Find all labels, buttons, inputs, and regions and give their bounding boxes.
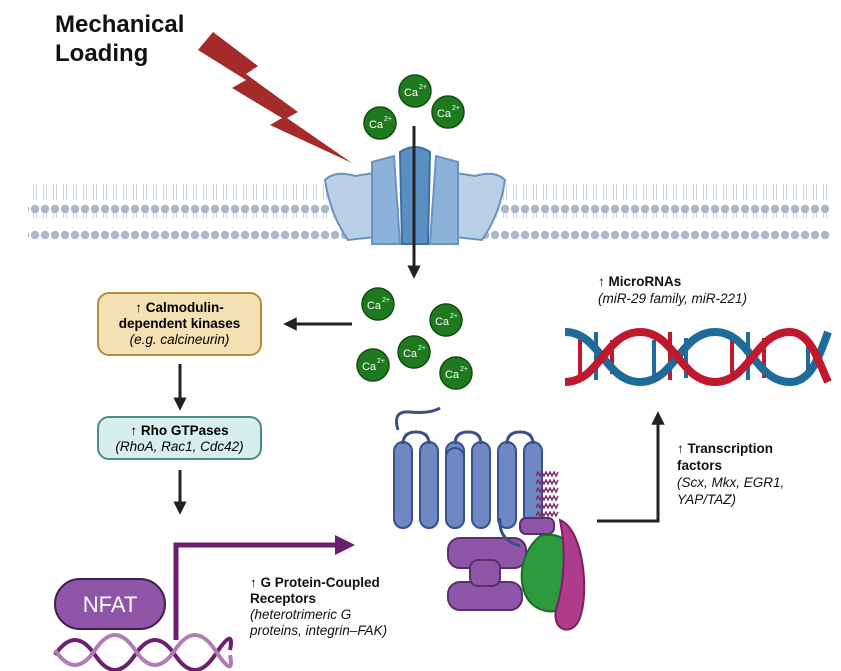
calmodulin-box: ↑ Calmodulin- dependent kinases (e.g. ca…: [97, 292, 262, 356]
gpcr-label: ↑ G Protein-Coupled Receptors (heterotri…: [250, 575, 425, 639]
gpcr-examples-1: (heterotrimeric G: [250, 607, 352, 622]
svg-text:2+: 2+: [382, 297, 390, 304]
svg-text:Ca: Ca: [369, 119, 384, 131]
ion-channel: [323, 146, 507, 245]
calcium-ion: Ca 2+: [361, 287, 395, 321]
svg-text:2+: 2+: [460, 366, 468, 373]
calmodulin-example: (e.g. calcineurin): [129, 332, 230, 347]
calcium-ion: Ca 2+: [363, 106, 397, 140]
svg-text:2+: 2+: [377, 358, 385, 365]
nfat-label: NFAT: [83, 592, 138, 617]
title-line-1: Mechanical: [55, 11, 185, 38]
calmodulin-title-1: ↑ Calmodulin-: [135, 300, 224, 315]
calcium-ion: Ca 2+: [398, 74, 432, 108]
svg-text:Ca: Ca: [367, 300, 382, 312]
svg-text:2+: 2+: [419, 84, 427, 91]
calcium-ion: Ca 2+: [397, 335, 431, 369]
title-line-2: Loading: [55, 40, 149, 67]
dna-strand-bottom: [53, 633, 233, 671]
svg-text:Ca: Ca: [403, 348, 418, 360]
microrna-title: ↑ MicroRNAs: [598, 274, 682, 289]
diagram-title: Mechanical Loading: [55, 10, 215, 68]
calcium-ion: Ca 2+: [431, 95, 465, 129]
dna-helix: [564, 327, 832, 387]
gpcr-title-2: Receptors: [250, 591, 317, 606]
calmodulin-title-2: dependent kinases: [118, 316, 241, 331]
svg-text:Ca: Ca: [445, 369, 460, 381]
svg-text:Ca: Ca: [404, 87, 419, 99]
svg-text:2+: 2+: [418, 345, 426, 352]
tf-examples-2: YAP/TAZ): [677, 492, 737, 507]
calcium-ion: Ca 2+: [429, 303, 463, 337]
transcription-factors-label: ↑ Transcription factors (Scx, Mkx, EGR1,…: [677, 440, 837, 508]
arrow-tf-to-dna: [597, 411, 665, 523]
svg-text:Ca: Ca: [435, 316, 450, 328]
tf-title-1: ↑ Transcription: [677, 441, 774, 456]
gpcr-title-1: ↑ G Protein-Coupled: [250, 575, 380, 590]
calcium-ion: Ca 2+: [439, 356, 473, 390]
rho-examples: (RhoA, Rac1, Cdc42): [115, 439, 244, 454]
calcium-ion: Ca 2+: [356, 348, 390, 382]
rho-title: ↑ Rho GTPases: [130, 423, 229, 438]
svg-text:Ca: Ca: [362, 361, 377, 373]
svg-text:Ca: Ca: [437, 108, 452, 120]
microrna-examples: (miR-29 family, miR-221): [598, 291, 748, 306]
gpcr-examples-2: proteins, integrin–FAK): [250, 623, 388, 638]
tf-examples-1: (Scx, Mkx, EGR1,: [677, 475, 785, 490]
gene-expression-arrow: [173, 535, 355, 640]
svg-text:2+: 2+: [384, 116, 392, 123]
microrna-label: ↑ MicroRNAs (miR-29 family, miR-221): [598, 273, 798, 307]
tf-title-2: factors: [677, 458, 723, 473]
lightning-bolt-icon: [198, 32, 352, 163]
nfat-protein: NFAT: [54, 578, 166, 630]
gpcr-receptor: [393, 406, 586, 631]
svg-text:2+: 2+: [452, 105, 460, 112]
rho-gtpases-box: ↑ Rho GTPases (RhoA, Rac1, Cdc42): [97, 416, 262, 460]
svg-text:2+: 2+: [450, 313, 458, 320]
